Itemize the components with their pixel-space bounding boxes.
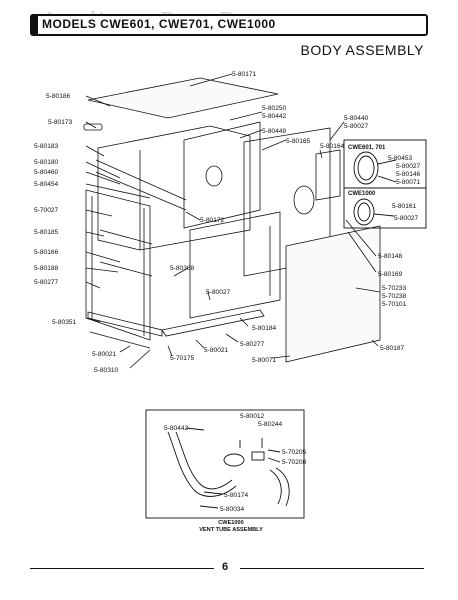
part-callout: 5-80460 [34,169,59,176]
part-callout: 5-80187 [380,345,405,352]
inset-a-title: CWE601, 701 [348,145,386,151]
part-callout: 5-80277 [34,279,59,286]
part-callout: 5-80244 [258,421,283,428]
part-callout: 5-70208 [282,459,307,466]
vent-tube-caption-title: VENT TUBE ASSEMBLY [199,527,263,533]
part-callout: 5-80027 [394,215,419,222]
model-header-bar: MODELS CWE601, CWE701, CWE1000 [30,14,428,36]
part-callout: 5-80166 [34,249,59,256]
inset-b-box [343,187,427,229]
inset-b-title: CWE1000 [348,191,376,197]
inset-panels [343,139,427,229]
part-callout: 5-80172 [200,217,225,224]
cabinet-drawing [83,73,381,369]
part-callout: 5-80012 [240,413,265,420]
part-callout: 5-80183 [34,143,59,150]
part-callout: 5-80449 [262,128,287,135]
part-callout: 5-80165 [286,138,311,145]
part-callout: 5-80173 [48,119,73,126]
part-callout: 5-80180 [34,159,59,166]
part-callout: 5-80027 [344,123,369,130]
part-callout: 5-80453 [388,155,413,162]
section-title: BODY ASSEMBLY [300,42,424,58]
part-callout: 5-80027 [396,163,421,170]
inset-b-callouts: 5-80161 5-80027 [392,203,419,222]
part-callout: 5-80021 [92,351,117,358]
part-callout: 5-80161 [392,203,417,210]
part-callout: 5-80171 [232,71,257,78]
part-callout: 5-80071 [252,357,277,364]
part-callout: 5-80454 [34,181,59,188]
part-callout: 5-80442 [164,425,189,432]
part-callout: 5-80174 [224,492,249,499]
part-callout: 5-80148 [378,253,403,260]
model-label: MODELS CWE601, CWE701, CWE1000 [42,17,276,31]
part-callout: 5-80442 [262,113,287,120]
part-callout: 5-80186 [46,93,71,100]
part-callout: 5-80277 [240,341,265,348]
part-callout: 5-80440 [344,115,369,122]
footer-rule-right [240,568,424,569]
page-number: 6 [222,561,229,573]
vent-tube-caption-model: CWE1000 [218,520,244,526]
part-callout: 5-70175 [170,355,195,362]
vent-tube-caption: CWE1000 VENT TUBE ASSEMBLY [176,520,286,534]
part-callout: 5-80146 [396,171,421,178]
part-callout: 5-80034 [220,506,245,513]
part-callout: 5-80185 [34,229,59,236]
part-callout: 5-70233 [382,285,407,292]
part-callout: 5-80351 [52,319,77,326]
part-callout: 5-80021 [204,347,229,354]
part-callout: 5-80071 [396,179,421,186]
footer-rule-left [30,568,214,569]
part-callout: 5-70101 [382,301,407,308]
part-callout: 5-80184 [252,325,277,332]
part-callout: 5-70027 [34,207,59,214]
part-callout: 5-70205 [282,449,307,456]
part-callout: 5-80368 [170,265,195,272]
part-callout: 5-80164 [320,143,345,150]
part-callout: 5-80188 [34,265,59,272]
vent-tube-drawing [145,409,305,519]
part-callout: 5-80310 [94,367,119,374]
part-callout: 5-80027 [206,289,231,296]
part-callout: 5-80250 [262,105,287,112]
part-callout: 5-80169 [378,271,403,278]
main-callouts: 5-80171 5-80186 5-80173 5-80183 5-80180 5-804… [34,71,407,374]
header-tab [32,16,38,34]
part-callout: 5-70238 [382,293,407,300]
vent-tube-box [145,409,305,519]
